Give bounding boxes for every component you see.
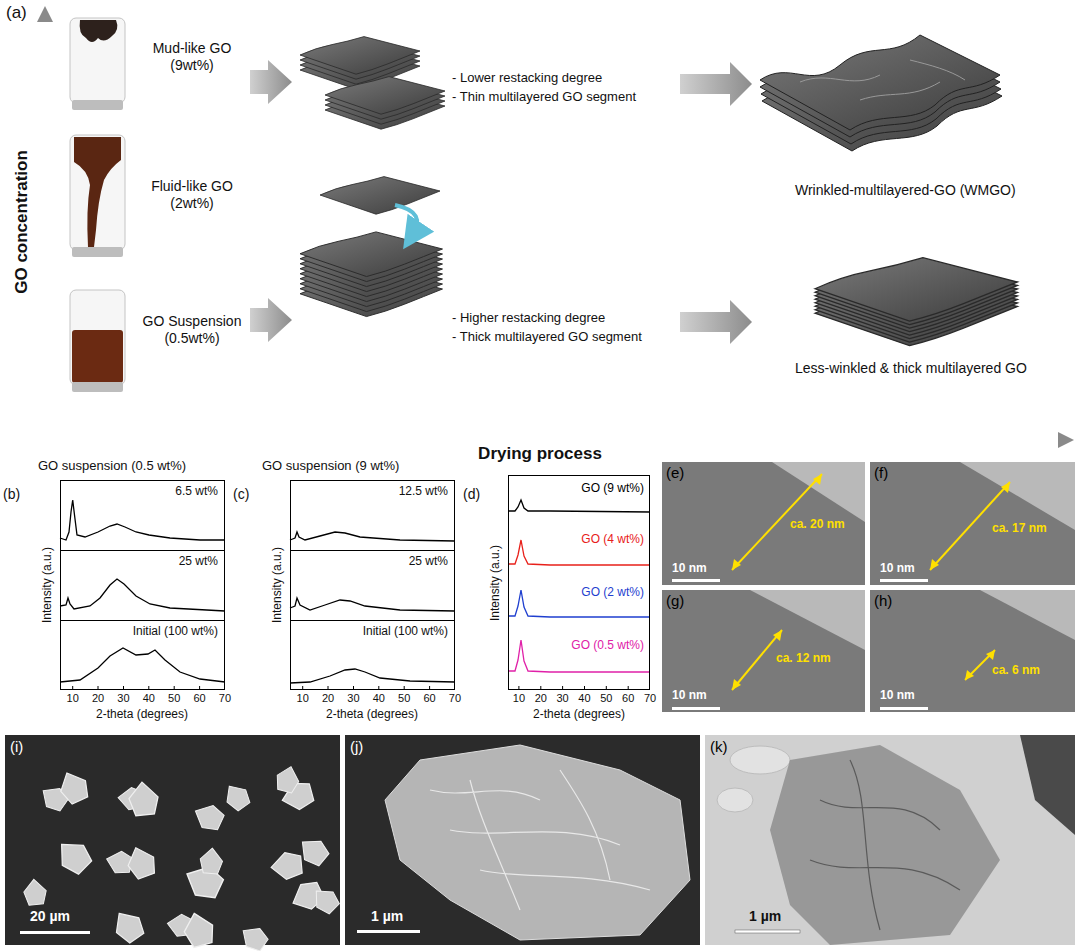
panel-text: 25 wt% <box>179 555 218 569</box>
tick-label: 60 <box>423 692 435 705</box>
panel-text: (k) <box>710 738 728 755</box>
sem-image: (i) 20 µm <box>5 735 340 945</box>
panel-letter: (c) <box>233 486 249 503</box>
tick-label: 50 <box>600 692 612 705</box>
panel-text: 12.5 wt% <box>399 485 448 499</box>
panel-letter: (a) <box>6 3 27 23</box>
tick-label: 50 <box>168 692 180 705</box>
plot-frame: 12.5 wt% <box>290 480 455 551</box>
panel-text: Initial (100 wt%) <box>363 625 448 639</box>
panel-letter: (d) <box>463 486 480 503</box>
panel-text: 1 µm <box>749 908 781 924</box>
tick-label: 10 <box>297 692 309 705</box>
plot-frame: 25 wt% <box>60 550 225 621</box>
tick-label: 40 <box>373 692 385 705</box>
sem-image: (j) 1 µm <box>345 735 700 945</box>
panel-text: ca. 20 nm <box>790 518 845 532</box>
tem-image: (g) ca. 12 nm 10 nm <box>662 590 865 712</box>
tem-image: (e) ca. 20 nm 10 nm <box>662 462 865 585</box>
panel-letter: (b) <box>3 486 20 503</box>
panel-text: (g) <box>666 592 684 609</box>
panel-text: ca. 17 nm <box>992 522 1047 536</box>
panel-text: ca. 12 nm <box>776 652 831 666</box>
tick-label: 30 <box>117 692 129 705</box>
panel-text: (i) <box>10 738 23 755</box>
annotation: Fluid-like GO (2wt%) <box>136 178 248 212</box>
axis-label: Intensity (a.u.) <box>40 547 54 623</box>
tick-label: 30 <box>347 692 359 705</box>
annotation: - Higher restacking degree <box>452 310 605 326</box>
panel-text: (j) <box>350 738 363 755</box>
tick-label: 40 <box>143 692 155 705</box>
axis-label: 2-theta (degrees) <box>96 707 188 721</box>
panel-text: 1 µm <box>371 908 403 924</box>
plot-frame: Initial (100 wt%) <box>290 620 455 690</box>
annotation: - Thin multilayered GO segment <box>452 89 636 105</box>
tem-image: (h) ca. 6 nm 10 nm <box>870 590 1075 712</box>
annotation: - Lower restacking degree <box>452 70 602 86</box>
panel-text: GO (0.5 wt%) <box>571 639 644 653</box>
tick-label: 70 <box>219 692 231 705</box>
tick-label: 70 <box>644 692 656 705</box>
panel-title: GO suspension (9 wt%) <box>262 458 399 474</box>
panel-text: GO (9 wt%) <box>581 482 644 496</box>
tick-label: 20 <box>92 692 104 705</box>
annotation: - Thick multilayered GO segment <box>452 329 642 345</box>
tem-image: (f) ca. 17 nm 10 nm <box>870 462 1075 585</box>
panel-text: 10 nm <box>672 562 707 576</box>
tick-label: 70 <box>449 692 461 705</box>
annotation: Wrinkled-multilayered-GO (WMGO) <box>795 182 1016 199</box>
annotation: Mud-like GO (9wt%) <box>136 40 248 74</box>
panel-text: 6.5 wt% <box>175 485 218 499</box>
panel-text: (e) <box>666 464 684 481</box>
tick-label: 20 <box>322 692 334 705</box>
panel-text: 25 wt% <box>409 555 448 569</box>
axis-label: 2-theta (degrees) <box>326 707 418 721</box>
panel-text: (f) <box>874 464 888 481</box>
axis-title: Drying process <box>478 444 602 464</box>
annotation: GO Suspension (0.5wt%) <box>136 313 248 347</box>
tick-label: 10 <box>67 692 79 705</box>
axis-label: Intensity (a.u.) <box>270 547 284 623</box>
panel-text: GO (2 wt%) <box>581 586 644 600</box>
panel-text: GO (4 wt%) <box>581 533 644 547</box>
panel-title: GO suspension (0.5 wt%) <box>38 458 186 474</box>
tick-label: 50 <box>398 692 410 705</box>
panel-text: ca. 6 nm <box>992 664 1040 678</box>
tick-label: 60 <box>193 692 205 705</box>
tem-image: (k) 1 µm <box>705 735 1075 945</box>
panel-text: 10 nm <box>880 562 915 576</box>
plot-frame: 25 wt% <box>290 550 455 621</box>
axis-label: 2-theta (degrees) <box>533 707 625 721</box>
panel-text: (h) <box>874 592 892 609</box>
tick-label: 60 <box>622 692 634 705</box>
tick-label: 40 <box>578 692 590 705</box>
panel-text: Initial (100 wt%) <box>133 625 218 639</box>
panel-text: 20 µm <box>30 908 70 924</box>
axis-title: GO concentration <box>12 150 32 294</box>
plot-frame: 6.5 wt% <box>60 480 225 551</box>
tick-label: 10 <box>513 692 525 705</box>
tick-label: 30 <box>557 692 569 705</box>
annotation: Less-winkled & thick multilayered GO <box>795 360 1027 377</box>
plot-frame: Initial (100 wt%) <box>60 620 225 690</box>
axis-label: Intensity (a.u.) <box>488 545 502 621</box>
panel-text: 10 nm <box>880 689 915 703</box>
plot-frame: GO (9 wt%) GO (4 wt%) GO (2 wt%) GO (0.5 wt… <box>508 475 650 690</box>
panel-text: 10 nm <box>672 689 707 703</box>
tick-label: 20 <box>535 692 547 705</box>
